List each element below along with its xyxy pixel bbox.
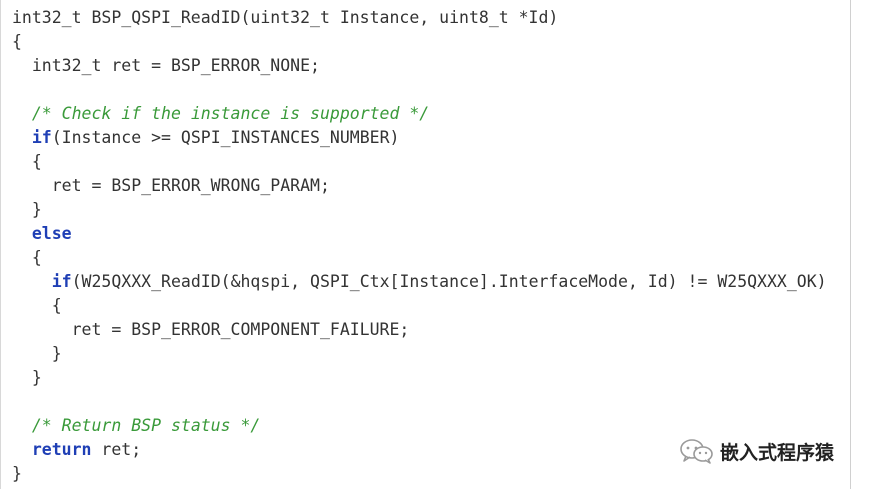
code-text: } xyxy=(12,200,42,219)
code-line: if(W25QXXX_ReadID(&hqspi, QSPI_Ctx[Insta… xyxy=(12,270,827,294)
code-line: { xyxy=(12,30,827,54)
code-keyword: return xyxy=(31,440,92,459)
code-text: (W25QXXX_ReadID(&hqspi, QSPI_Ctx[Instanc… xyxy=(71,272,827,291)
code-line: /* Return BSP status */ xyxy=(12,414,827,438)
code-text: { xyxy=(12,248,42,267)
code-text xyxy=(12,272,52,291)
code-text xyxy=(12,128,32,147)
watermark: 嵌入式程序猿 xyxy=(678,436,834,466)
code-text: } xyxy=(12,344,62,363)
code-line: int32_t ret = BSP_ERROR_NONE; xyxy=(12,54,827,78)
code-line: else xyxy=(12,222,827,246)
gutter-border xyxy=(0,0,1,489)
wechat-icon xyxy=(680,439,713,464)
code-line: return ret; xyxy=(12,438,827,462)
code-line: { xyxy=(12,150,827,174)
editor-right-border xyxy=(850,0,851,489)
code-text: { xyxy=(12,32,22,51)
code-text: { xyxy=(12,296,62,315)
code-text: ret = BSP_ERROR_COMPONENT_FAILURE; xyxy=(12,320,410,339)
code-line xyxy=(12,390,827,414)
code-editor[interactable]: int32_t BSP_QSPI_ReadID(uint32_t Instanc… xyxy=(0,0,851,489)
code-line xyxy=(12,78,827,102)
code-comment: /* Return BSP status */ xyxy=(31,416,261,435)
code-text: { xyxy=(12,152,42,171)
code-line: int32_t BSP_QSPI_ReadID(uint32_t Instanc… xyxy=(12,6,827,30)
code-text: (Instance >= QSPI_INSTANCES_NUMBER) xyxy=(51,128,400,147)
code-comment: /* Check if the instance is supported */ xyxy=(31,104,430,123)
code-block[interactable]: int32_t BSP_QSPI_ReadID(uint32_t Instanc… xyxy=(12,6,827,486)
code-line: { xyxy=(12,294,827,318)
code-text xyxy=(12,440,32,459)
code-text: int32_t ret = BSP_ERROR_NONE; xyxy=(12,56,320,75)
code-keyword: if xyxy=(51,272,72,291)
code-line: } xyxy=(12,366,827,390)
code-text xyxy=(12,104,32,123)
code-line: ret = BSP_ERROR_WRONG_PARAM; xyxy=(12,174,827,198)
code-text: } xyxy=(12,368,42,387)
code-line: } xyxy=(12,462,827,486)
code-text: } xyxy=(12,464,22,483)
code-line: } xyxy=(12,198,827,222)
code-line: ret = BSP_ERROR_COMPONENT_FAILURE; xyxy=(12,318,827,342)
code-text: ret = BSP_ERROR_WRONG_PARAM; xyxy=(12,176,330,195)
watermark-text: 嵌入式程序猿 xyxy=(720,441,835,464)
code-line: } xyxy=(12,342,827,366)
code-text xyxy=(12,224,32,243)
code-text: int32_t BSP_QSPI_ReadID(uint32_t Instanc… xyxy=(12,8,559,27)
code-line: if(Instance >= QSPI_INSTANCES_NUMBER) xyxy=(12,126,827,150)
code-keyword: else xyxy=(31,224,72,243)
code-keyword: if xyxy=(31,128,52,147)
code-text xyxy=(12,416,32,435)
code-line: { xyxy=(12,246,827,270)
code-line: /* Check if the instance is supported */ xyxy=(12,102,827,126)
code-text: ret; xyxy=(91,440,142,459)
